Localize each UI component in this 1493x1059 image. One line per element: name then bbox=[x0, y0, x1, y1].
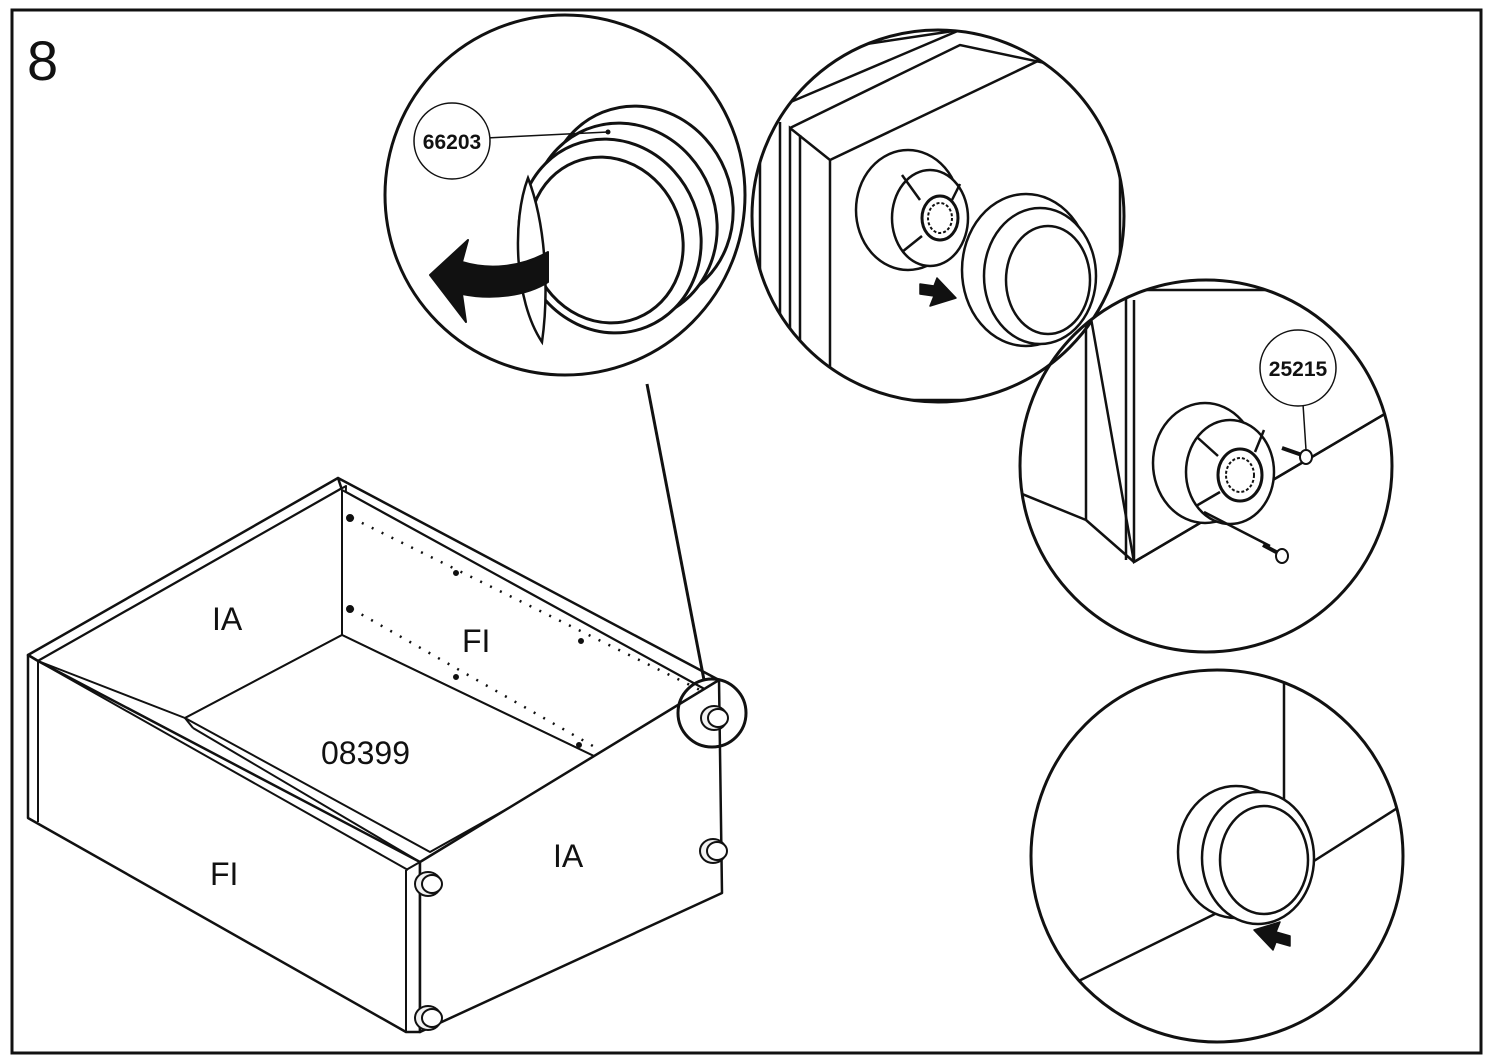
panel-label-bottom: 08399 bbox=[321, 735, 410, 771]
right-outer-panel bbox=[418, 678, 724, 1034]
detail-leader-line bbox=[645, 383, 706, 681]
step-number: 8 bbox=[27, 29, 58, 92]
foot-front-bottom bbox=[414, 1005, 443, 1031]
panel-label-front: FI bbox=[210, 856, 238, 892]
foot-back-right-top bbox=[700, 705, 729, 731]
curved-arrow-icon bbox=[429, 239, 549, 323]
panel-label-back: FI bbox=[462, 623, 490, 659]
detail-callout-circle bbox=[676, 677, 748, 749]
panel-label-top-left: IA bbox=[212, 601, 243, 637]
part-label-66203: 66203 bbox=[423, 131, 481, 154]
detail-circle-d bbox=[1029, 668, 1405, 1044]
push-arrow-icon-bottom bbox=[1253, 921, 1291, 951]
detail-foot-installed bbox=[1029, 668, 1405, 1044]
part-bubble-66203 bbox=[413, 102, 491, 180]
drawer-box bbox=[26, 383, 748, 1034]
detail-circle-b bbox=[750, 28, 1126, 404]
detail-circle-c bbox=[1018, 278, 1394, 654]
foot-back-right-bottom bbox=[699, 838, 728, 864]
push-arrow-icon bbox=[919, 277, 957, 307]
page-frame bbox=[10, 8, 1483, 1055]
part-bubble-25215 bbox=[1259, 329, 1337, 407]
screw-icon-lower bbox=[1262, 543, 1289, 564]
detail-remove-liner: 66203 bbox=[383, 13, 747, 377]
panel-label-right: IA bbox=[553, 838, 584, 874]
detail-screw-socket: 25215 bbox=[1018, 278, 1394, 654]
part-label-25215: 25215 bbox=[1269, 358, 1328, 381]
detail-circle-a bbox=[383, 13, 747, 377]
screw-icon bbox=[1281, 446, 1313, 465]
foot-front-left bbox=[414, 871, 443, 897]
detail-press-foot bbox=[750, 28, 1126, 404]
